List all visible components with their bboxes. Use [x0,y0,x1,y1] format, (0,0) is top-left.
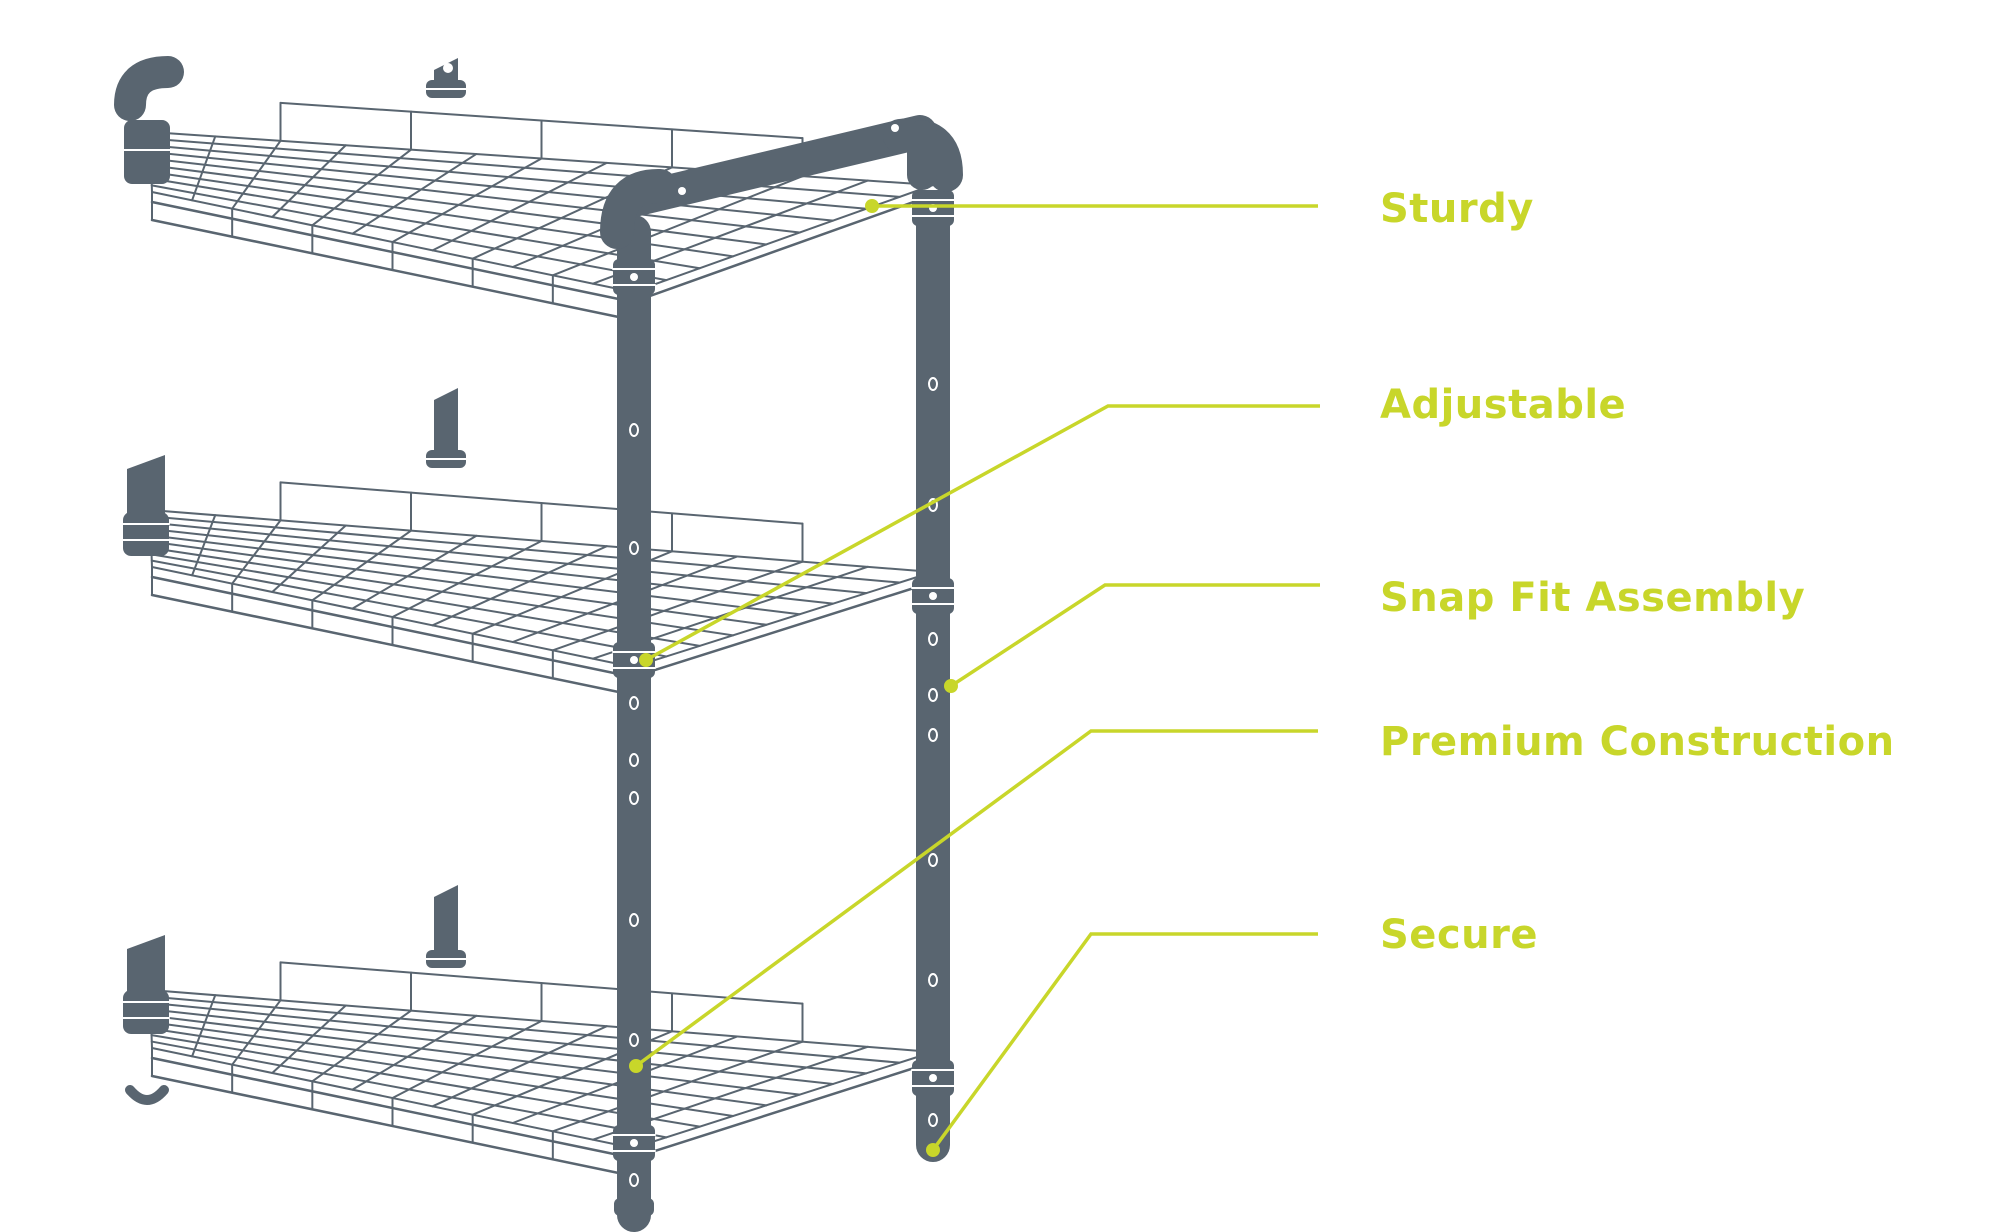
front-left-mid-collar [612,642,656,678]
wire-shelving-unit-icon [114,56,963,1232]
post-hole [629,791,639,805]
back-left-mid-stub [122,455,170,556]
callout-sturdy-dot [865,199,879,213]
wire-shelf-3 [149,961,935,1178]
callout-adjustable-label: Adjustable [1380,382,1626,428]
callout-sturdy-label: Sturdy [1380,186,1534,232]
post-hole [443,63,453,73]
callout-secure: Secure [926,912,1538,1157]
post-hole [629,1173,639,1187]
front-left-foot [614,1198,654,1216]
post-hole [928,853,938,867]
callout-premium-leader [634,729,1318,1068]
callout-snap-fit: Snap Fit Assembly [944,575,1805,693]
post-hole [928,632,938,646]
post-hole [928,688,938,702]
post-hole [928,973,938,987]
front-right-bottom-collar [911,1060,955,1096]
post-hole [928,1113,938,1127]
post-hole [629,1033,639,1047]
post-hole [629,423,639,437]
feature-callouts: Sturdy Adjustable Snap Fit Assembly Prem… [629,186,1895,1157]
back-left-top-elbow [114,56,184,184]
callout-adjustable: Adjustable [639,382,1626,667]
front-left-top-collar [612,259,656,295]
callout-sturdy: Sturdy [865,186,1534,232]
back-left-bottom-stub [122,935,170,1034]
front-right-mid-collar [911,578,955,614]
callout-premium: Premium Construction [629,719,1895,1073]
post-hole [629,913,639,927]
wire-shelf-2 [149,481,935,697]
back-middle-bottom-stub [425,885,467,968]
callout-secure-leader [931,932,1318,1152]
post-hole [629,753,639,767]
callout-adjustable-dot [639,653,653,667]
wire-shelf-1 [149,101,935,322]
back-left-foot [125,1085,169,1105]
callout-snap-fit-label: Snap Fit Assembly [1380,575,1805,621]
callout-adjustable-leader [645,404,1320,662]
front-right-post [916,190,950,1162]
post-hole [928,377,938,391]
post-hole [629,696,639,710]
front-left-bottom-collar [612,1125,656,1161]
front-left-post [617,215,651,1232]
callout-secure-dot [926,1143,940,1157]
callout-snap-fit-dot [944,679,958,693]
front-right-top-collar [911,190,955,226]
back-right-post-top [907,120,937,190]
back-middle-mid-stub [425,388,467,468]
callout-secure-label: Secure [1380,912,1538,958]
post-hole [629,541,639,555]
callout-premium-dot [629,1059,643,1073]
callout-snap-fit-leader [950,583,1320,688]
post-hole [928,728,938,742]
callout-premium-label: Premium Construction [1380,719,1895,765]
